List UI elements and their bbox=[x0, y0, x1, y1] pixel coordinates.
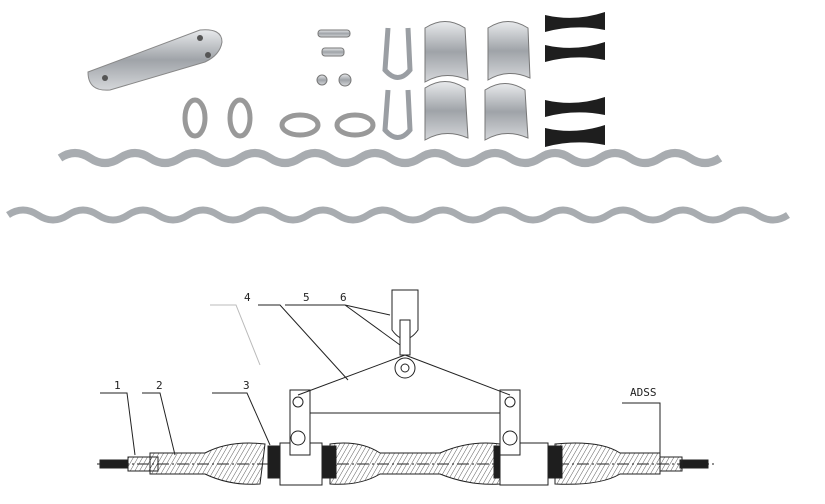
armor-rod-upper bbox=[57, 149, 723, 167]
yoke-plate bbox=[87, 29, 223, 91]
adss-cable-right bbox=[679, 459, 709, 469]
callout-labels: 1 2 3 4 5 6 ADSS bbox=[114, 291, 657, 399]
callout-2: 2 bbox=[156, 379, 163, 392]
leader-lines bbox=[100, 304, 661, 460]
yoke-links bbox=[297, 354, 511, 396]
armor-rod-lower bbox=[6, 206, 790, 224]
callout-5: 5 bbox=[303, 291, 310, 304]
callout-6: 6 bbox=[340, 291, 347, 304]
rubber-inserts bbox=[545, 12, 605, 147]
bolts bbox=[316, 29, 352, 87]
callout-4: 4 bbox=[244, 291, 251, 304]
armor-rods bbox=[149, 442, 661, 485]
u-hooks bbox=[382, 27, 413, 140]
clevis bbox=[391, 289, 419, 379]
callout-3: 3 bbox=[243, 379, 250, 392]
adss-cable-left bbox=[99, 459, 129, 469]
assembly-drawing bbox=[97, 289, 715, 486]
callout-adss: ADSS bbox=[630, 386, 657, 399]
callout-1: 1 bbox=[114, 379, 121, 392]
rod-end-right bbox=[659, 456, 683, 472]
clamp-left bbox=[279, 389, 323, 486]
shackles bbox=[182, 97, 376, 139]
clamp-bodies bbox=[424, 21, 531, 141]
clamp-right bbox=[499, 389, 549, 486]
hardware-photo bbox=[6, 12, 790, 224]
